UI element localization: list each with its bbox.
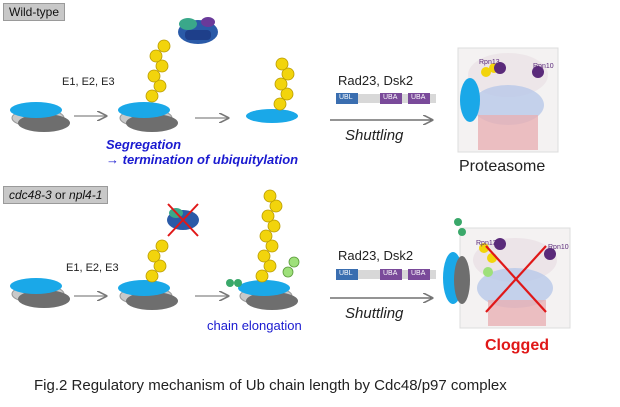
rpn13-label-bottom: Rpn13: [476, 240, 497, 247]
wild-type-label: Wild-type: [9, 5, 60, 19]
mutant-tag: cdc48-3 or npl4-1: [3, 186, 109, 204]
ub-chain-2: [273, 57, 295, 111]
figure-caption: Fig.2 Regulatory mechanism of Ub chain l…: [34, 377, 507, 394]
ub-chain-1: [145, 39, 171, 103]
chain-elongation-label: chain elongation: [207, 318, 302, 333]
enzymes-label-bottom: E1, E2, E3: [66, 262, 119, 274]
ubl-domain-bottom: UBL: [339, 270, 353, 277]
segregation-label: Segregation: [106, 137, 182, 152]
mutant-label-or: or: [51, 188, 70, 202]
substrate-complex-3: [10, 278, 70, 308]
rpn10-label-top: Rpn10: [533, 63, 554, 70]
ub-chain-3: [145, 239, 169, 283]
rad23-domain-bar-bottom: [336, 269, 436, 280]
mutant-label-1: cdc48-3: [9, 188, 52, 202]
cdc48-blocked-icon: [167, 203, 199, 237]
enzymes-label-top: E1, E2, E3: [62, 76, 115, 88]
ub-chain-long: [255, 189, 300, 283]
shuttling-label-top: Shuttling: [345, 127, 404, 144]
substrate-complex-5: [238, 280, 298, 310]
substrate-complex-1: [10, 102, 70, 132]
rpn13-label-top: Rpn13: [479, 59, 500, 66]
uba-domain-bottom-1: UBA: [383, 270, 398, 277]
cdc48-complex-icon: [178, 17, 218, 44]
uba-domain-top-1: UBA: [383, 94, 398, 101]
receptors-label-top: Rad23, Dsk2: [338, 73, 414, 88]
rpn10-label-bottom: Rpn10: [548, 244, 569, 251]
receptors-label-bottom: Rad23, Dsk2: [338, 248, 414, 263]
wild-type-tag: Wild-type: [3, 3, 66, 21]
substrate-complex-4: [118, 280, 178, 310]
proteasome-label: Proteasome: [459, 158, 546, 175]
termination-label: → termination of ubiquitylation: [106, 152, 299, 167]
ubl-domain-top: UBL: [339, 94, 353, 101]
uba-domain-top-2: UBA: [411, 94, 426, 101]
substrate-complex-2: [118, 102, 178, 132]
shuttling-label-bottom: Shuttling: [345, 305, 404, 322]
proteasome-clogged: [443, 218, 571, 329]
mutant-label-2: npl4-1: [69, 188, 103, 202]
ubiquitin-enzyme-pair: [226, 279, 242, 287]
proteasome-top: [457, 47, 559, 153]
rad23-domain-bar-top: [336, 93, 436, 104]
uba-domain-bottom-2: UBA: [411, 270, 426, 277]
released-substrate: [246, 109, 298, 123]
clogged-label: Clogged: [485, 337, 549, 354]
